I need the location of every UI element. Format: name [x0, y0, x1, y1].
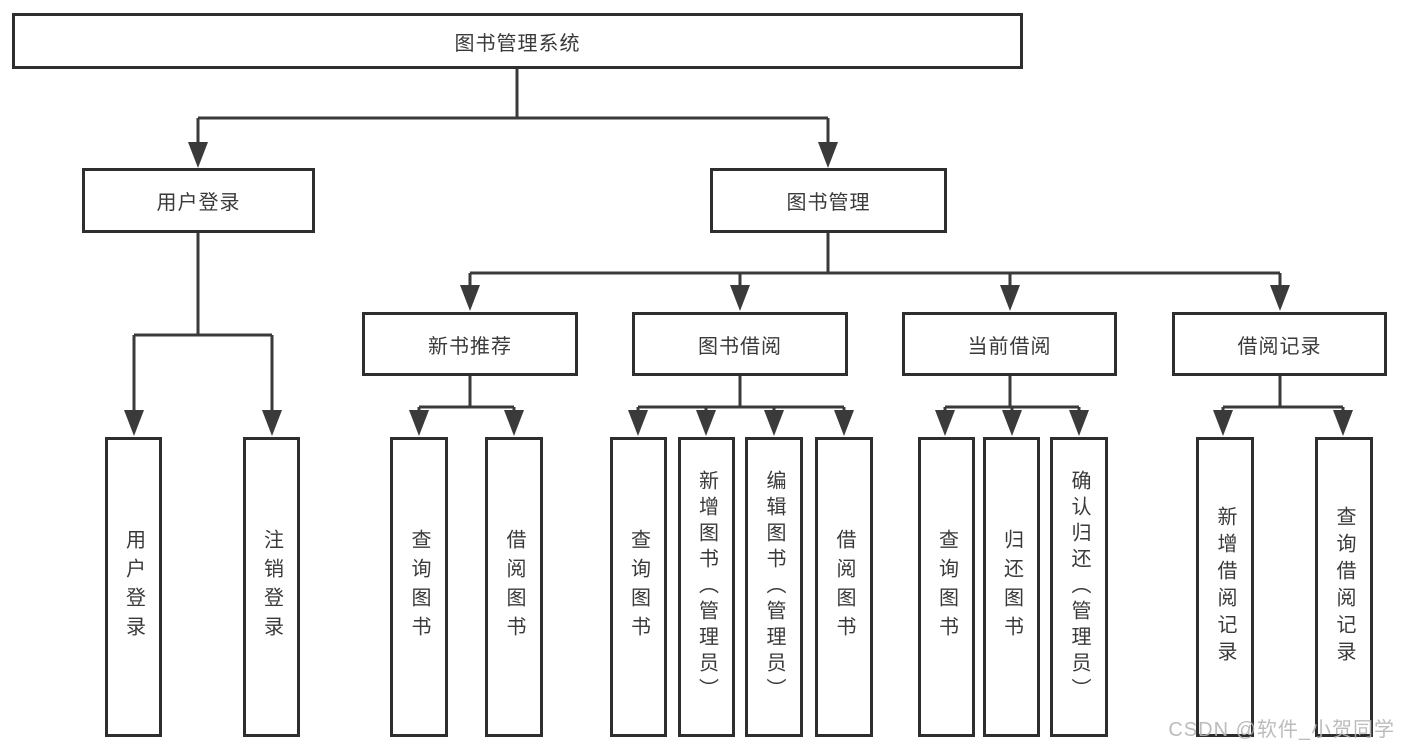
node-label: 编辑图书（管理员）: [763, 470, 785, 704]
leaf-current-query-books: 查询图书: [918, 437, 975, 737]
node-label: 图书管理系统: [454, 32, 581, 55]
leaf-user-login: 用户登录: [105, 437, 162, 737]
node-label: 查询图书: [935, 529, 958, 645]
node-library-system: 图书管理系统: [12, 13, 1023, 69]
leaf-records-query-record: 查询借阅记录: [1315, 437, 1373, 737]
csdn-watermark: CSDN @软件_小贺同学: [1168, 719, 1395, 741]
leaf-logout: 注销登录: [243, 437, 300, 737]
node-label: 查询借阅记录: [1333, 506, 1355, 668]
node-label: 借阅记录: [1237, 335, 1322, 358]
leaf-records-add-record: 新增借阅记录: [1196, 437, 1254, 737]
node-label: 新增借阅记录: [1214, 506, 1236, 668]
node-label: 借阅图书: [833, 529, 855, 645]
node-borrow-records: 借阅记录: [1172, 312, 1387, 376]
node-label: 图书借阅: [698, 335, 782, 358]
leaf-borrowing-query-books: 查询图书: [610, 437, 667, 737]
node-label: 查询图书: [408, 529, 430, 645]
node-label: 新书推荐: [428, 335, 512, 358]
leaf-borrowing-edit-books-admin: 编辑图书（管理员）: [745, 437, 803, 737]
node-label: 确认归还（管理员）: [1068, 470, 1090, 704]
leaf-borrowing-borrow-books: 借阅图书: [815, 437, 873, 737]
node-label: 用户登录: [156, 192, 241, 214]
node-label: 图书管理: [786, 192, 871, 214]
leaf-recommend-query-books: 查询图书: [390, 437, 448, 737]
node-label: 归还图书: [1000, 529, 1023, 645]
leaf-current-confirm-return-admin: 确认归还（管理员）: [1050, 437, 1108, 737]
node-label: 查询图书: [627, 529, 650, 645]
node-label: 借阅图书: [503, 529, 525, 645]
node-book-borrowing: 图书借阅: [632, 312, 848, 376]
node-label: 当前借阅: [967, 335, 1052, 358]
leaf-borrowing-add-books-admin: 新增图书（管理员）: [678, 437, 735, 737]
node-user-login: 用户登录: [82, 168, 315, 233]
node-current-borrowing: 当前借阅: [902, 312, 1117, 376]
node-label: 用户登录: [122, 529, 145, 645]
leaf-current-return-books: 归还图书: [983, 437, 1040, 737]
node-label: 新增图书（管理员）: [695, 470, 718, 704]
node-book-management: 图书管理: [710, 168, 947, 233]
node-new-book-recommend: 新书推荐: [362, 312, 578, 376]
leaf-recommend-borrow-books: 借阅图书: [485, 437, 543, 737]
node-label: 注销登录: [260, 529, 283, 645]
